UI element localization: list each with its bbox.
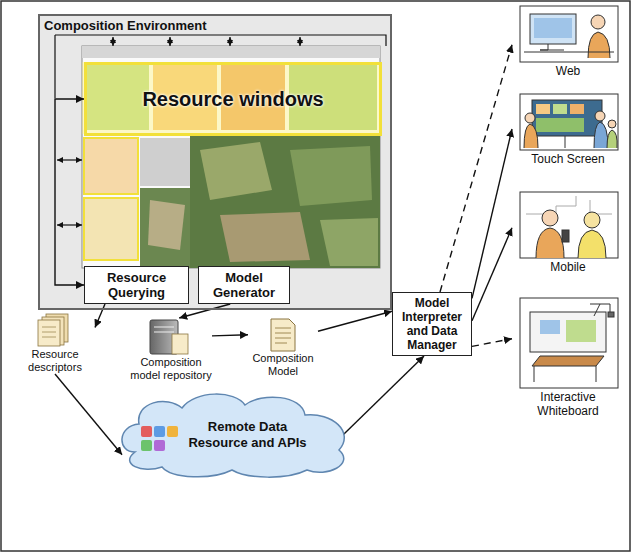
data-cloud: Remote Data Resource and APIs bbox=[115, 390, 350, 480]
whiteboard-picture bbox=[520, 298, 618, 388]
device-node: Interactive Whiteboard bbox=[512, 296, 624, 418]
connector-arrow bbox=[343, 356, 424, 435]
descriptor-icon bbox=[38, 314, 68, 346]
connector-arrow bbox=[55, 99, 84, 285]
node-text: Resource Querying bbox=[89, 270, 184, 300]
connector-arrow bbox=[95, 304, 105, 328]
process-box: Model Generator bbox=[198, 266, 290, 304]
server-icon bbox=[150, 320, 188, 354]
mobile-picture bbox=[520, 192, 618, 258]
process-box: Model Interpreter and Data Manager bbox=[392, 292, 472, 356]
node-text: Resource descriptors bbox=[15, 348, 95, 374]
node-text: Web bbox=[512, 64, 624, 78]
process-box: Resource Querying bbox=[84, 266, 189, 304]
environment-ground bbox=[38, 14, 392, 310]
node-text: Resource windows bbox=[142, 88, 323, 111]
repository-node: Composition model repository bbox=[130, 318, 212, 382]
screenshot bbox=[82, 46, 380, 268]
device-node: Mobile bbox=[512, 190, 624, 274]
connector-arrow bbox=[472, 228, 512, 321]
node-text: Model Interpreter and Data Manager bbox=[397, 296, 467, 352]
touch-screen-picture bbox=[520, 94, 618, 150]
node-text: Model Generator bbox=[203, 270, 285, 300]
node-text: Remote Data Resource and APIs bbox=[185, 419, 310, 451]
device-node: Web bbox=[512, 4, 624, 78]
connector-arrow bbox=[318, 311, 392, 331]
link-arrows bbox=[55, 35, 386, 225]
connector-arrow bbox=[440, 45, 512, 292]
document-icon bbox=[271, 319, 295, 351]
resource-windows: Resource windows bbox=[84, 62, 382, 136]
node-text: Mobile bbox=[512, 260, 624, 274]
connector-arrow bbox=[55, 374, 122, 455]
node-text: Touch Screen bbox=[512, 152, 624, 166]
connector-arrow bbox=[472, 339, 512, 347]
environment-frame: Composition EnvironmentResource windowsR… bbox=[38, 14, 392, 310]
node-text: Composition model repository bbox=[130, 356, 212, 382]
node-text: Composition Model bbox=[248, 352, 318, 378]
node-text: Interactive Whiteboard bbox=[512, 390, 624, 418]
web-picture bbox=[520, 6, 618, 62]
device-node: Touch Screen bbox=[512, 92, 624, 166]
connector-arrow bbox=[179, 304, 230, 318]
node-text: Composition Environment bbox=[40, 17, 211, 34]
connector-arrow bbox=[212, 335, 248, 336]
descriptor-node: Resource descriptors bbox=[15, 312, 95, 374]
model-document: Composition Model bbox=[248, 318, 318, 378]
